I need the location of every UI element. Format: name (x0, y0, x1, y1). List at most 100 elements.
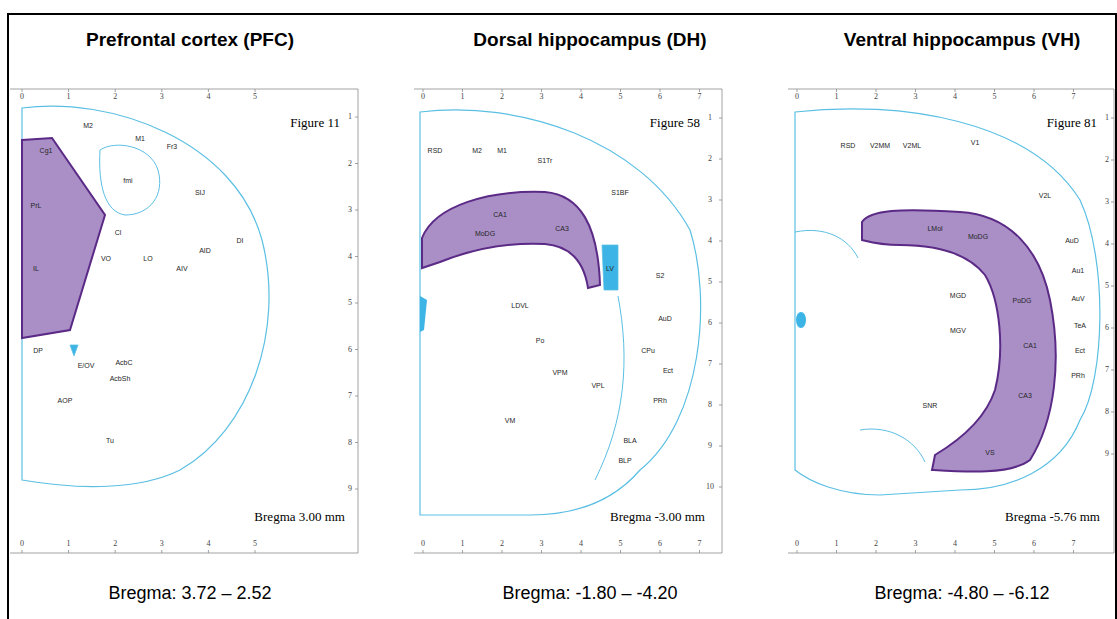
scale-number: 10 (706, 483, 714, 491)
region-label: Fr3 (167, 143, 178, 150)
scale-number: 5 (993, 93, 997, 101)
region-label: CPu (641, 347, 655, 354)
region-label: IL (33, 265, 39, 272)
region-label: S2 (656, 272, 665, 279)
scale-number: 4 (348, 253, 352, 261)
brain-outline (795, 109, 1100, 495)
scale-number: 6 (658, 93, 662, 101)
scale-number: 3 (914, 93, 918, 101)
bregma-range: Bregma: 3.72 – 2.52 (108, 584, 271, 602)
region-label: DP (33, 347, 43, 354)
scale-number: 3 (348, 206, 352, 214)
region-label: CA3 (555, 225, 569, 232)
scale-number: 4 (206, 540, 210, 548)
region-label: PrL (31, 202, 42, 209)
region-label: M1 (135, 135, 145, 142)
region-label: DI (237, 237, 244, 244)
scale-number: 9 (708, 442, 712, 450)
scale-number: 7 (1072, 540, 1076, 548)
region-label: Tu (106, 437, 114, 444)
brain-outline (420, 110, 701, 515)
scale-number: 2 (874, 540, 878, 548)
scale-number: 0 (20, 93, 24, 101)
region-label: M2 (472, 147, 482, 154)
scale-number: 3 (160, 93, 164, 101)
scale-number: 2 (113, 93, 117, 101)
region-label: Au1 (1072, 267, 1084, 274)
region-label: Cg1 (40, 147, 53, 154)
region-label: VPL (591, 382, 604, 389)
scale-number: 1 (461, 540, 465, 548)
ruler-line (788, 89, 1114, 553)
scale-number: 4 (579, 93, 583, 101)
region-label: VPM (552, 369, 567, 376)
ruler-line (10, 89, 358, 553)
region-label: PRh (1071, 372, 1085, 379)
panel-heading: Dorsal hippocampus (DH) (473, 29, 706, 51)
scale-number: 0 (421, 93, 425, 101)
scale-number: 0 (421, 540, 425, 548)
bregma-range: Bregma: -1.80 – -4.20 (502, 584, 677, 602)
region-label: AuD (658, 315, 672, 322)
scale-number: 6 (708, 319, 712, 327)
scale-number: 3 (540, 93, 544, 101)
region-label: VS (985, 449, 994, 456)
scale-number: 8 (1105, 408, 1109, 416)
scale-number: 2 (113, 540, 117, 548)
scale-number: 3 (540, 540, 544, 548)
scale-number: 5 (253, 93, 257, 101)
region-label: AuD (1065, 237, 1079, 244)
region-label: V1 (971, 139, 980, 146)
region-label: E/OV (78, 362, 95, 369)
scale-number: 6 (348, 346, 352, 354)
scale-number: 7 (1105, 366, 1109, 374)
scale-number: 2 (708, 155, 712, 163)
scale-number: 6 (1105, 324, 1109, 332)
atlas-plate: Prefrontal cortex (PFC)Figure 11Bregma 3… (10, 86, 360, 556)
colliculus-line (795, 230, 858, 258)
scale-number: 2 (874, 93, 878, 101)
scale-number: 0 (795, 540, 799, 548)
region-label: AcbSh (110, 375, 131, 382)
rulers (10, 89, 1114, 553)
region-label: VO (101, 255, 111, 262)
region-label: AIV (176, 265, 187, 272)
scale-number: 5 (708, 278, 712, 286)
pfc-region (22, 138, 105, 338)
scale-number: 5 (619, 540, 623, 548)
lateral-ventricle (602, 245, 618, 290)
pfc-section (22, 106, 269, 486)
region-label: RSD (841, 142, 856, 149)
region-label: AcbC (115, 359, 132, 366)
region-label: V2MM (870, 142, 890, 149)
region-label: VM (505, 417, 516, 424)
scale-number: 2 (500, 540, 504, 548)
region-label: V2ML (903, 142, 921, 149)
region-label: LMol (927, 225, 942, 232)
region-label: PRh (653, 397, 667, 404)
region-label: fmi (123, 177, 132, 184)
scale-number: 4 (953, 93, 957, 101)
outer-frame (8, 14, 1116, 619)
region-label: PoDG (1012, 297, 1031, 304)
region-label: MoDG (968, 233, 988, 240)
scale-number: 7 (698, 540, 702, 548)
region-label: MGV (950, 327, 966, 334)
scale-number: 7 (708, 360, 712, 368)
scale-number: 7 (698, 93, 702, 101)
region-label: CA3 (1018, 392, 1032, 399)
region-label: Cl (115, 229, 122, 236)
region-label: TeA (1074, 322, 1086, 329)
scale-number: 5 (619, 93, 623, 101)
scale-number: 1 (708, 114, 712, 122)
atlas-plate: Ventral hippocampus (VH)Figure 81Bregma … (788, 86, 1116, 556)
dh-region (422, 192, 600, 288)
scale-number: 3 (1105, 198, 1109, 206)
scale-number: 1 (461, 93, 465, 101)
region-label: BLA (623, 437, 636, 444)
figure-number: Figure 58 (650, 116, 700, 131)
scale-number: 5 (993, 540, 997, 548)
region-label: V2L (1039, 192, 1051, 199)
dh-section (420, 110, 701, 515)
